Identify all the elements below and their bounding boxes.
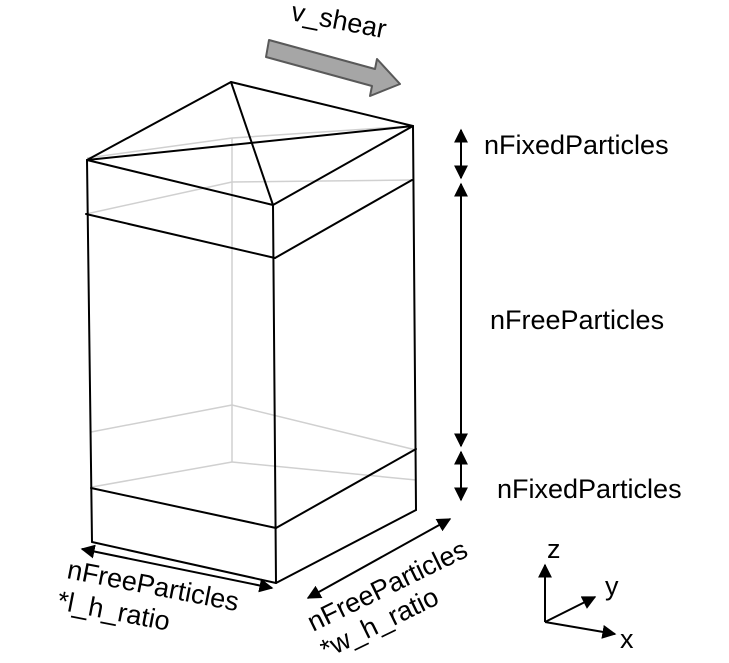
width-dimension-arrow (306, 518, 452, 599)
x-axis-label: x (620, 624, 634, 654)
shear-velocity-label: v_shear (289, 0, 389, 44)
hidden-edges (85, 125, 417, 488)
top-fixed-particles-label: nFixedParticles (484, 130, 669, 160)
shear-arrow-icon (265, 39, 401, 97)
free-particles-label: nFreeParticles (490, 305, 664, 335)
axes-icon (538, 563, 617, 639)
bottom-fixed-particles-label: nFixedParticles (497, 474, 682, 504)
length-dimension-arrow (80, 544, 274, 593)
y-axis-label: y (605, 571, 619, 601)
box-outline (85, 81, 417, 584)
z-axis-label: z (547, 534, 561, 564)
